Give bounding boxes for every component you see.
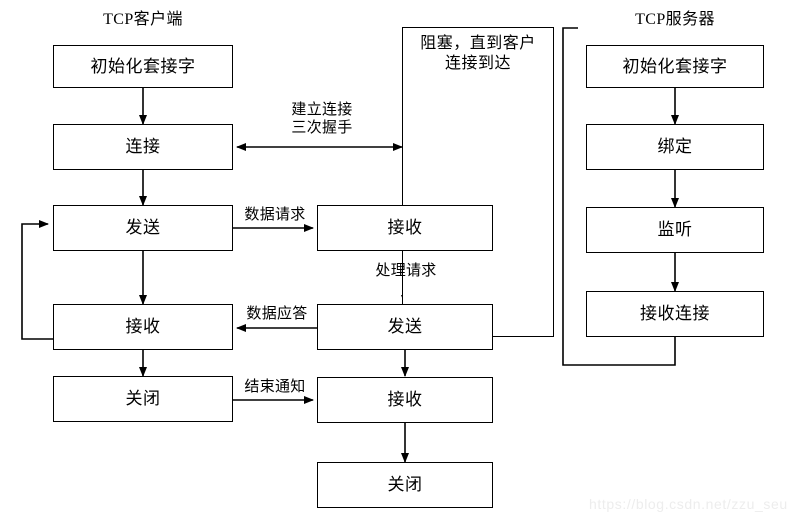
edge-server-accept-to-block-note bbox=[562, 27, 676, 366]
edge-label-process-request: 处理请求 bbox=[375, 263, 437, 279]
server-node-bind[interactable]: 绑定 bbox=[586, 124, 764, 170]
client-node-close[interactable]: 关闭 bbox=[53, 376, 233, 422]
middle-node-recv-2[interactable]: 接收 bbox=[317, 377, 493, 423]
client-node-recv[interactable]: 接收 bbox=[53, 304, 233, 350]
server-column-title: TCP服务器 bbox=[635, 11, 715, 28]
edge-label-handshake: 建立连接 三次握手 bbox=[242, 101, 402, 137]
middle-node-blocking-note[interactable]: 阻塞，直到客户连接到达 bbox=[402, 27, 554, 337]
server-node-listen[interactable]: 监听 bbox=[586, 207, 764, 253]
edge-label-data-response: 数据应答 bbox=[246, 306, 308, 322]
server-node-init[interactable]: 初始化套接字 bbox=[586, 45, 764, 88]
edge-label-data-request: 数据请求 bbox=[244, 207, 306, 223]
edge-label-handshake-line2: 三次握手 bbox=[291, 120, 353, 136]
middle-node-recv[interactable]: 接收 bbox=[317, 205, 493, 251]
client-column-title: TCP客户端 bbox=[103, 11, 183, 28]
edge-client-loop-recv-to-send bbox=[21, 220, 53, 340]
middle-blocking-note-line1: 阻塞，直到客户连接到达 bbox=[420, 35, 536, 73]
edge-label-handshake-line1: 建立连接 bbox=[291, 102, 353, 118]
server-node-accept[interactable]: 接收连接 bbox=[586, 291, 764, 337]
client-node-send[interactable]: 发送 bbox=[53, 205, 233, 251]
edge-label-end-notice: 结束通知 bbox=[244, 379, 306, 395]
middle-node-send[interactable]: 发送 bbox=[317, 304, 493, 350]
client-node-init[interactable]: 初始化套接字 bbox=[53, 45, 233, 88]
middle-node-close[interactable]: 关闭 bbox=[317, 462, 493, 508]
watermark-text: https://blog.csdn.net/zzu_seu bbox=[589, 496, 788, 512]
client-node-connect[interactable]: 连接 bbox=[53, 124, 233, 170]
